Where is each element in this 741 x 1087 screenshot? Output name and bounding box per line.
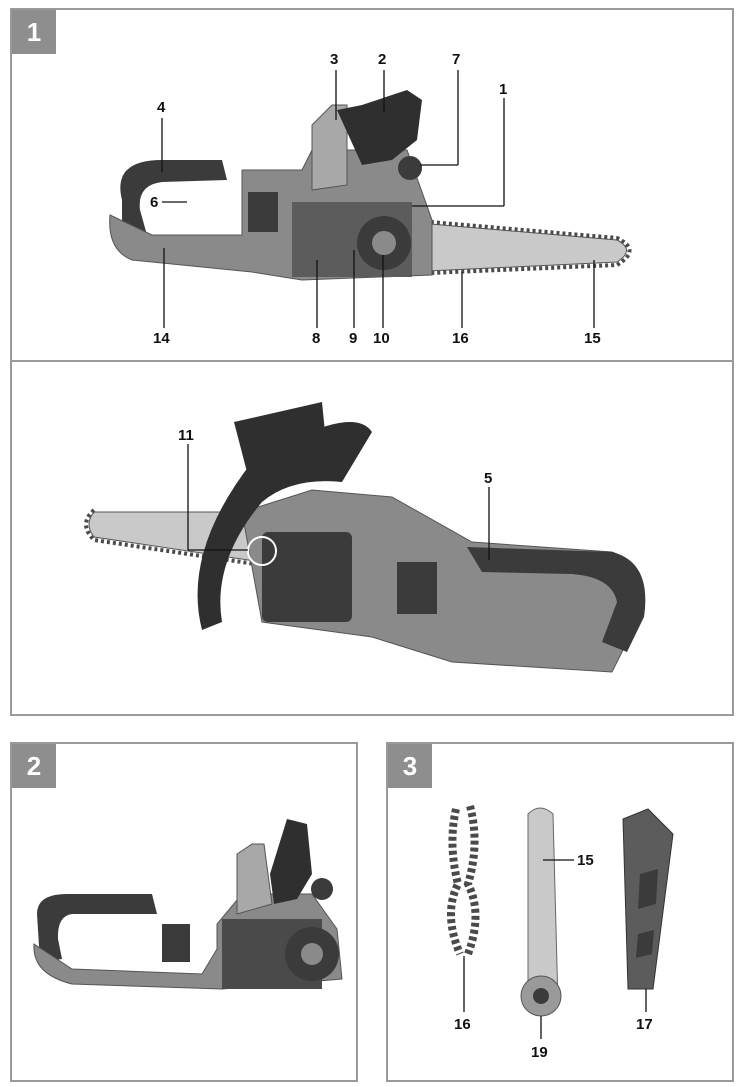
figure-3-panel: 3 15 16 19 17 bbox=[386, 742, 734, 1082]
figure-2-panel: 2 bbox=[10, 742, 358, 1082]
callout-7: 7 bbox=[452, 51, 460, 68]
callout-3: 3 bbox=[330, 51, 338, 68]
accessories-drawing: 15 16 19 17 bbox=[446, 804, 674, 1061]
callout-5: 5 bbox=[484, 470, 492, 487]
callout-16: 16 bbox=[452, 330, 469, 347]
callout-15-bar: 15 bbox=[577, 852, 594, 869]
callout-4: 4 bbox=[157, 99, 166, 116]
figure-1-number-tag: 1 bbox=[12, 10, 56, 54]
callout-10: 10 bbox=[373, 330, 390, 347]
callout-6: 6 bbox=[150, 194, 158, 211]
chainsaw-side-view-drawing: 3 2 7 1 4 6 14 8 9 10 16 15 bbox=[109, 51, 632, 347]
callout-9: 9 bbox=[349, 330, 357, 347]
callout-19: 19 bbox=[531, 1044, 548, 1061]
callout-2: 2 bbox=[378, 51, 386, 68]
chainsaw-without-bar-drawing bbox=[33, 819, 343, 990]
callout-17: 17 bbox=[636, 1016, 653, 1033]
chainsaw-rear-view-drawing: 11 5 bbox=[84, 402, 646, 673]
figure-1-rear-view-panel: 11 5 bbox=[10, 360, 734, 716]
figure-2-number-tag: 2 bbox=[12, 744, 56, 788]
figure-1-panel: 1 3 2 7 1 bbox=[10, 8, 734, 362]
figure-3-number-tag: 3 bbox=[388, 744, 432, 788]
callout-16-chain: 16 bbox=[454, 1016, 471, 1033]
callout-15: 15 bbox=[584, 330, 601, 347]
callout-14: 14 bbox=[153, 330, 170, 347]
callout-11: 11 bbox=[178, 427, 194, 444]
callout-1: 1 bbox=[499, 81, 507, 98]
callout-8: 8 bbox=[312, 330, 320, 347]
